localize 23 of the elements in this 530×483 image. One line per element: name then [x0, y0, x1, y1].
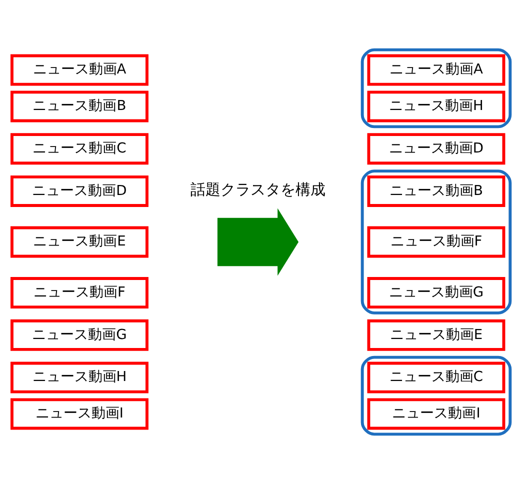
- node-box: ニュース動画G: [367, 276, 506, 308]
- node-box: ニュース動画D: [367, 132, 506, 164]
- node-arrow: [217, 208, 299, 276]
- cluster: [360, 355, 512, 436]
- node-box: ニュース動画A: [10, 54, 148, 86]
- node-box: ニュース動画F: [367, 226, 506, 258]
- node-box: ニュース動画C: [10, 132, 148, 164]
- node-box: ニュース動画E: [10, 226, 148, 258]
- cluster: [360, 169, 512, 314]
- node-box: ニュース動画B: [10, 90, 148, 122]
- node-box: ニュース動画G: [10, 318, 148, 350]
- cluster: [360, 48, 512, 128]
- node-label: 話題クラスタを構成: [190, 181, 326, 198]
- node-box: ニュース動画D: [10, 174, 148, 207]
- node-box: ニュース動画I: [367, 398, 506, 430]
- node-box: ニュース動画H: [367, 90, 506, 122]
- node-box: ニュース動画C: [367, 361, 506, 393]
- node-box: ニュース動画B: [367, 174, 506, 207]
- node-box: ニュース動画H: [10, 361, 148, 393]
- node-box: ニュース動画I: [10, 398, 148, 430]
- node-box: ニュース動画E: [367, 318, 506, 350]
- node-box: ニュース動画A: [367, 54, 506, 86]
- node-box: ニュース動画F: [10, 276, 148, 308]
